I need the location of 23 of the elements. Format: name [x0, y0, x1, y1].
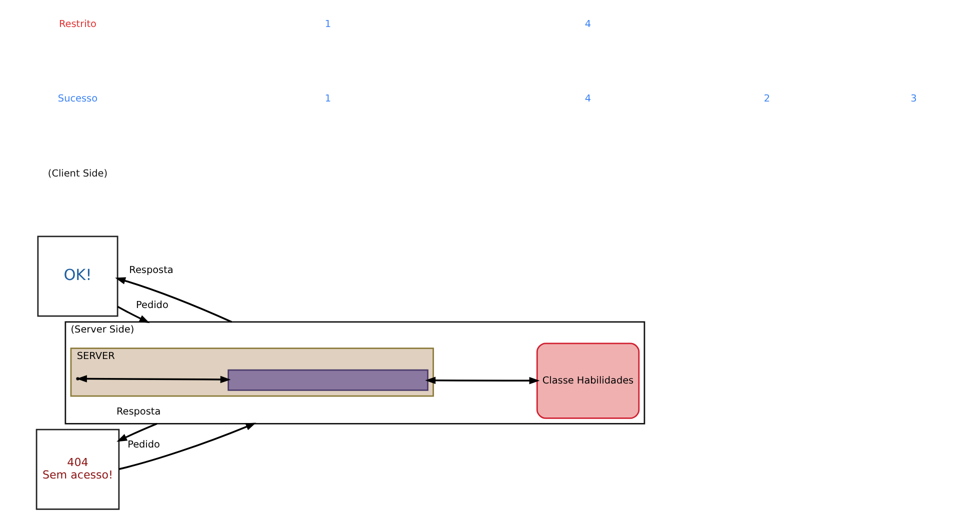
edge-label: Pedido — [136, 300, 168, 311]
edge-label: Pedido — [128, 439, 160, 450]
cluster: SERVER — [70, 347, 434, 396]
label: Sucesso — [58, 93, 98, 104]
arrow — [116, 422, 158, 442]
label: 1 — [324, 18, 332, 30]
node-box: Classe Habilidades — [536, 342, 640, 418]
label: 4 — [584, 93, 592, 104]
edge-label: Resposta — [129, 264, 174, 276]
label: 4 — [584, 18, 592, 30]
edge-label: Resposta — [116, 406, 161, 418]
label: 3 — [910, 93, 917, 104]
node-box: OK! — [37, 235, 118, 316]
label: Restrito — [58, 18, 96, 30]
node-box: 404 Sem acesso! — [36, 428, 120, 510]
arrow — [115, 276, 232, 322]
label: 2 — [764, 93, 770, 104]
node-bar — [228, 368, 428, 390]
label: 1 — [324, 93, 332, 104]
label: (Client Side) — [48, 168, 108, 179]
arrow — [118, 422, 256, 470]
arrow — [117, 305, 150, 323]
arrow — [425, 376, 540, 384]
